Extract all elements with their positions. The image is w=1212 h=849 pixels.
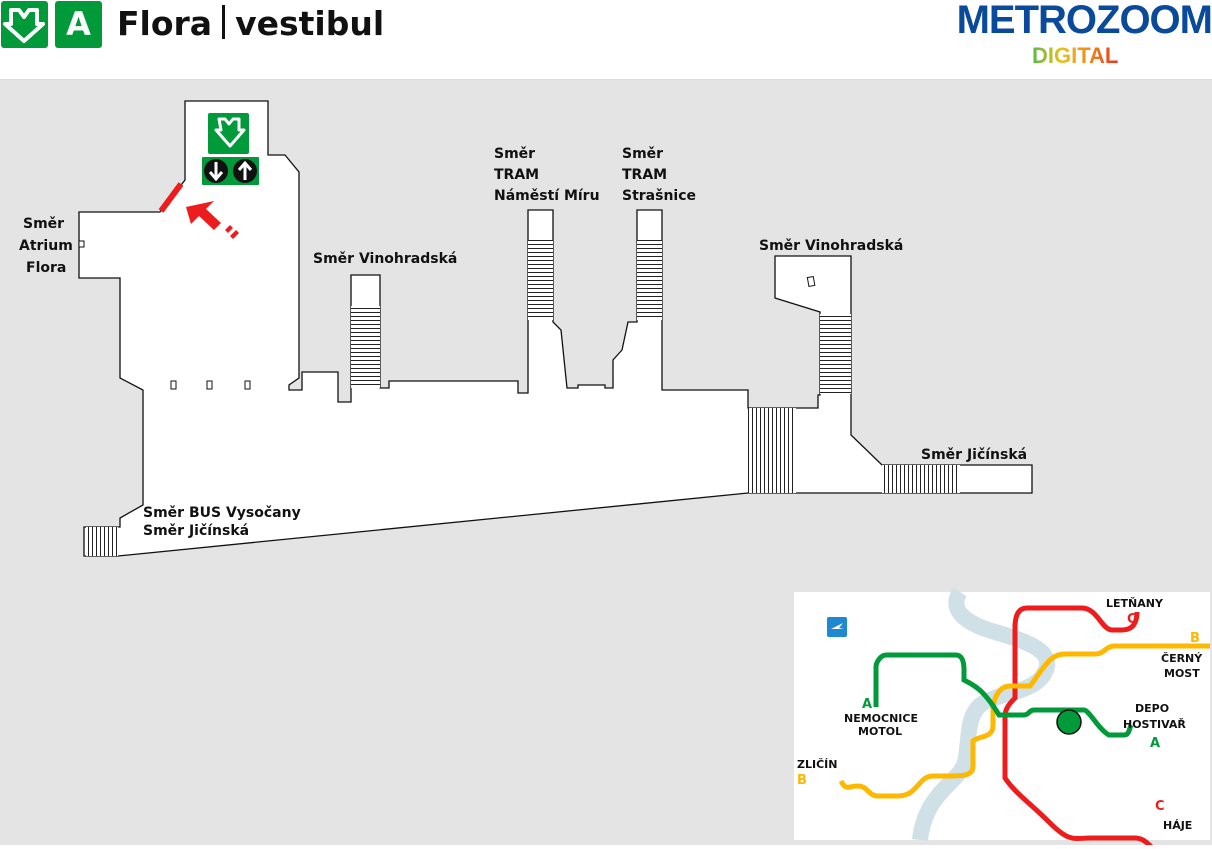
svg-text:A: A xyxy=(862,697,872,712)
digital-logo: DIGITAL xyxy=(1032,43,1119,68)
you-are-here-arrow-icon xyxy=(158,182,239,239)
svg-text:B: B xyxy=(797,773,807,788)
metro-logo-icon xyxy=(1,1,48,48)
svg-text:HOSTIVAŘ: HOSTIVAŘ xyxy=(1123,718,1186,731)
svg-text:A: A xyxy=(1150,736,1160,751)
metrozoom-logo: METROZOOM xyxy=(956,0,1212,42)
svg-text:B: B xyxy=(1190,631,1200,646)
station-name: Flora xyxy=(117,4,213,43)
svg-text:Směr BUS Vysočany: Směr BUS Vysočany xyxy=(143,505,301,521)
section-name: vestibul xyxy=(235,4,385,43)
svg-text:Směr Jičínská: Směr Jičínská xyxy=(143,523,249,539)
svg-text:Směr Vinohradská: Směr Vinohradská xyxy=(313,251,457,267)
current-station-marker xyxy=(1056,709,1082,735)
svg-text:Směr: Směr xyxy=(494,146,535,162)
svg-text:Atrium: Atrium xyxy=(19,238,73,254)
line-badge: A xyxy=(55,1,102,48)
svg-text:TRAM: TRAM xyxy=(494,167,539,183)
direction-labels: Směr Atrium Flora Směr Vinohradská Směr … xyxy=(19,146,1027,539)
svg-text:MOST: MOST xyxy=(1164,667,1200,680)
svg-text:Směr Jičínská: Směr Jičínská xyxy=(921,447,1027,463)
svg-text:Strašnice: Strašnice xyxy=(622,188,696,204)
svg-text:MOTOL: MOTOL xyxy=(858,725,902,738)
svg-text:LETŇANY: LETŇANY xyxy=(1106,597,1164,610)
metro-minimap: LETŇANY C B ČERNÝ MOST DEPO HOSTIVAŘ A A… xyxy=(794,587,1210,849)
page-title: Flora vestibul xyxy=(117,4,384,43)
svg-text:C: C xyxy=(1127,612,1137,627)
svg-text:DEPO: DEPO xyxy=(1135,702,1169,715)
svg-text:Směr Vinohradská: Směr Vinohradská xyxy=(759,238,903,254)
svg-text:HÁJE: HÁJE xyxy=(1163,819,1192,832)
svg-text:Směr: Směr xyxy=(622,146,663,162)
pillars xyxy=(78,240,816,390)
svg-text:Flora: Flora xyxy=(26,260,66,276)
floor-plan: Směr Atrium Flora Směr Vinohradská Směr … xyxy=(0,80,1212,849)
svg-text:Náměstí Míru: Náměstí Míru xyxy=(494,188,600,204)
svg-text:Směr: Směr xyxy=(23,216,64,232)
svg-text:C: C xyxy=(1155,799,1165,814)
header: A Flora vestibul METROZOOM DIGITAL xyxy=(0,0,1212,80)
svg-text:TRAM: TRAM xyxy=(622,167,667,183)
svg-text:ČERNÝ: ČERNÝ xyxy=(1161,652,1203,665)
svg-text:NEMOCNICE: NEMOCNICE xyxy=(844,712,918,725)
svg-text:ZLIČÍN: ZLIČÍN xyxy=(797,758,837,771)
stairs xyxy=(86,240,960,556)
metro-entrance-sign xyxy=(202,113,259,185)
